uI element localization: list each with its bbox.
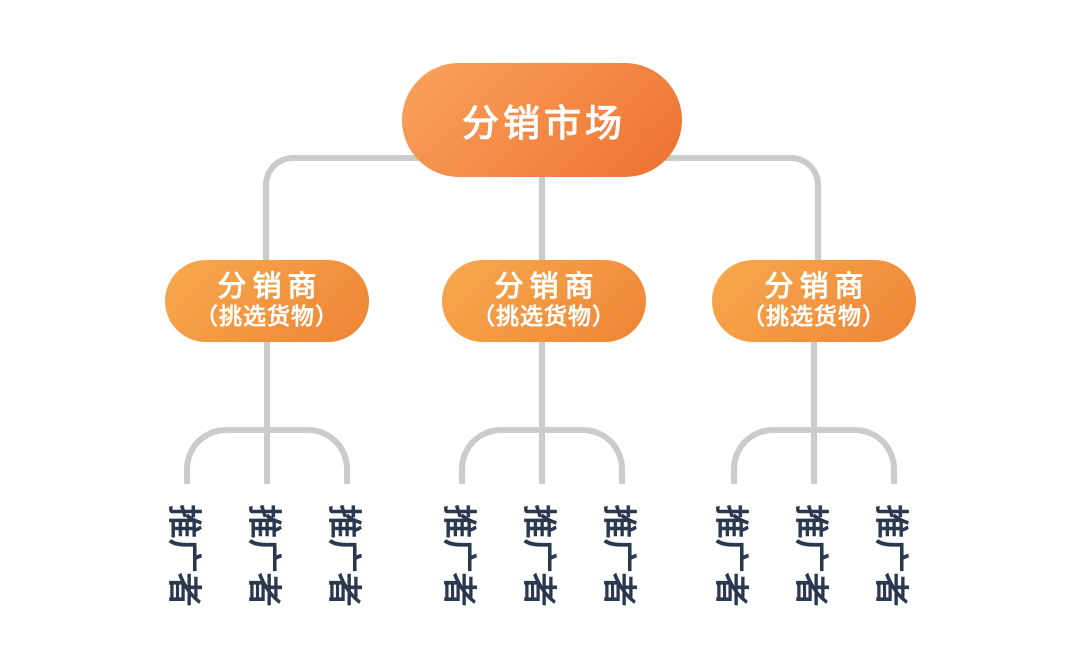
promoter-label: 推广者 [870, 504, 911, 606]
distributor-1-label: 分销商 [217, 269, 323, 304]
distributor-2-sublabel: （挑选货物） [472, 304, 616, 331]
promoter-label: 推广者 [323, 504, 364, 606]
distributor-1-sublabel: （挑选货物） [195, 304, 339, 331]
root-center-drop-line [539, 172, 545, 263]
root-node-distribution-market: 分销市场 [402, 63, 682, 177]
distributor-node-3: 分销商 （挑选货物） [712, 260, 916, 342]
distributor-node-2: 分销商 （挑选货物） [442, 260, 646, 342]
distributor-2-drop-line [539, 341, 545, 484]
distributor-3-label: 分销商 [764, 269, 870, 304]
promoter-label: 推广者 [598, 504, 639, 606]
distributor-2-label: 分销商 [494, 269, 600, 304]
distributor-3-drop-line [811, 341, 817, 484]
distributor-node-1: 分销商 （挑选货物） [165, 260, 369, 342]
distributor-1-drop-line [264, 341, 270, 484]
distributor-3-to-promoters-connector [731, 427, 897, 484]
root-node-label: 分销市场 [462, 102, 626, 145]
distributor-3-sublabel: （挑选货物） [742, 304, 886, 331]
distributor-2-to-promoters-connector [459, 427, 625, 484]
distributor-1-to-promoters-connector [184, 427, 350, 484]
